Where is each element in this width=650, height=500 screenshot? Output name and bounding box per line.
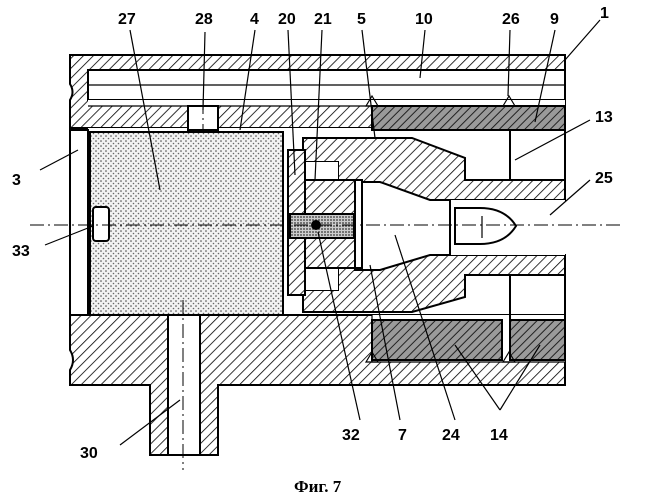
label-13: 13 [595,109,613,126]
figure-caption: Фиг. 7 [294,477,342,496]
label-33: 33 [12,243,30,260]
label-26: 26 [502,11,520,28]
label-30: 30 [80,445,98,462]
insert-14a [372,320,502,360]
igniter-33 [93,207,109,241]
label-4: 4 [250,11,259,28]
label-27: 27 [118,11,136,28]
label-21: 21 [314,11,332,28]
charge-32 [290,214,354,238]
pipe-30 [168,315,200,455]
label-7: 7 [398,427,407,444]
label-32: 32 [342,427,360,444]
label-10: 10 [415,11,433,28]
label-1: 1 [600,5,609,22]
label-9: 9 [550,11,559,28]
label-25: 25 [595,170,613,187]
wall-3 [70,130,88,315]
label-24: 24 [442,427,460,444]
label-28: 28 [195,11,213,28]
charge-27 [90,132,283,315]
label-5: 5 [357,11,366,28]
label-3: 3 [12,172,21,189]
insert-14b [510,320,565,360]
label-20: 20 [278,11,296,28]
label-14: 14 [490,427,508,444]
